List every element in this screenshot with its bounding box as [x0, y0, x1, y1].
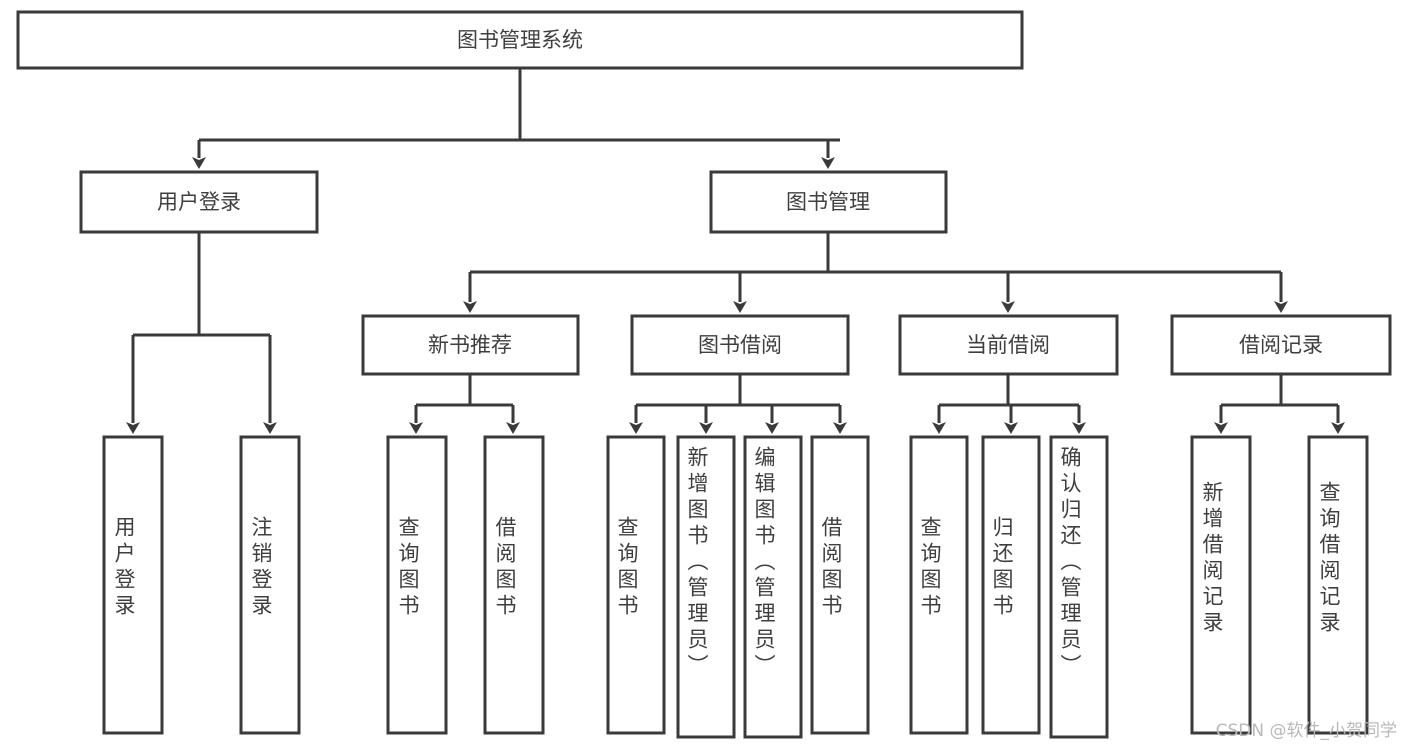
- leaf-label-query-book-3: 查询图书: [918, 516, 942, 620]
- node-current-borrow-label: 当前借阅: [966, 333, 1050, 357]
- connector-root-to-level1: [192, 68, 840, 169]
- leaf-box-return-book: [981, 435, 1041, 735]
- connector-book-manage-to-level2: [463, 232, 1288, 313]
- node-new-book-rec-label: 新书推荐: [428, 333, 512, 357]
- leaf-label-user-logout: 注销登录: [249, 516, 273, 620]
- leaf-box-add-record: [1190, 435, 1252, 735]
- leaf-label-return-book: 归还图书: [990, 516, 1014, 620]
- leaf-box-query-book-3: [909, 435, 969, 735]
- leaf-label-add-book: 新增图书（管理员）: [685, 446, 709, 680]
- leaf-box-user-login: [102, 435, 164, 735]
- leaf-box-user-logout: [239, 435, 301, 735]
- node-user-login-label: 用户登录: [157, 190, 241, 214]
- leaf-boxes: [102, 435, 1369, 739]
- leaf-label-user-login: 用户登录: [112, 516, 136, 620]
- leaf-label-confirm-return: 确认归还（管理员）: [1058, 446, 1082, 680]
- node-borrow-record[interactable]: 借阅记录: [1170, 314, 1392, 376]
- node-root[interactable]: 图书管理系统: [16, 10, 1024, 70]
- node-current-borrow[interactable]: 当前借阅: [898, 314, 1119, 376]
- node-book-borrow-label: 图书借阅: [698, 333, 782, 357]
- csdn-watermark: CSDN @软件_小贺同学: [1215, 721, 1397, 741]
- node-new-book-rec[interactable]: 新书推荐: [361, 314, 580, 376]
- leaf-box-query-book-2: [606, 435, 666, 735]
- connector-book-borrow-to-leaves: [629, 374, 847, 434]
- leaf-box-query-record: [1307, 435, 1369, 735]
- leaf-box-borrow-book-1: [483, 435, 545, 735]
- leaf-box-query-book-1: [386, 435, 448, 735]
- leaf-box-add-book: [676, 435, 736, 739]
- leaf-label-edit-book: 编辑图书（管理员）: [752, 446, 776, 680]
- node-book-manage[interactable]: 图书管理: [709, 170, 948, 234]
- connector-borrow-record-to-leaves: [1214, 374, 1345, 434]
- connector-user-login-to-leaves: [126, 232, 277, 434]
- node-user-login[interactable]: 用户登录: [79, 170, 319, 234]
- connector-current-borrow-to-leaves: [932, 374, 1086, 434]
- connector-new-book-rec-to-leaves: [409, 374, 520, 434]
- leaf-label-add-record: 新增借阅记录: [1200, 481, 1224, 637]
- node-borrow-record-label: 借阅记录: [1239, 333, 1323, 357]
- node-book-borrow[interactable]: 图书借阅: [630, 314, 850, 376]
- leaf-label-query-record: 查询借阅记录: [1317, 481, 1341, 637]
- leaf-label-borrow-book-2: 借阅图书: [819, 516, 843, 620]
- leaf-label-query-book-2: 查询图书: [615, 516, 639, 620]
- leaf-label-query-book-1: 查询图书: [396, 516, 420, 620]
- leaf-label-borrow-book-1: 借阅图书: [493, 516, 517, 620]
- leaf-box-edit-book: [743, 435, 803, 739]
- node-root-label: 图书管理系统: [457, 28, 583, 52]
- leaf-box-borrow-book-2: [810, 435, 870, 735]
- node-book-manage-label: 图书管理: [786, 190, 870, 214]
- leaf-box-confirm-return: [1049, 435, 1109, 739]
